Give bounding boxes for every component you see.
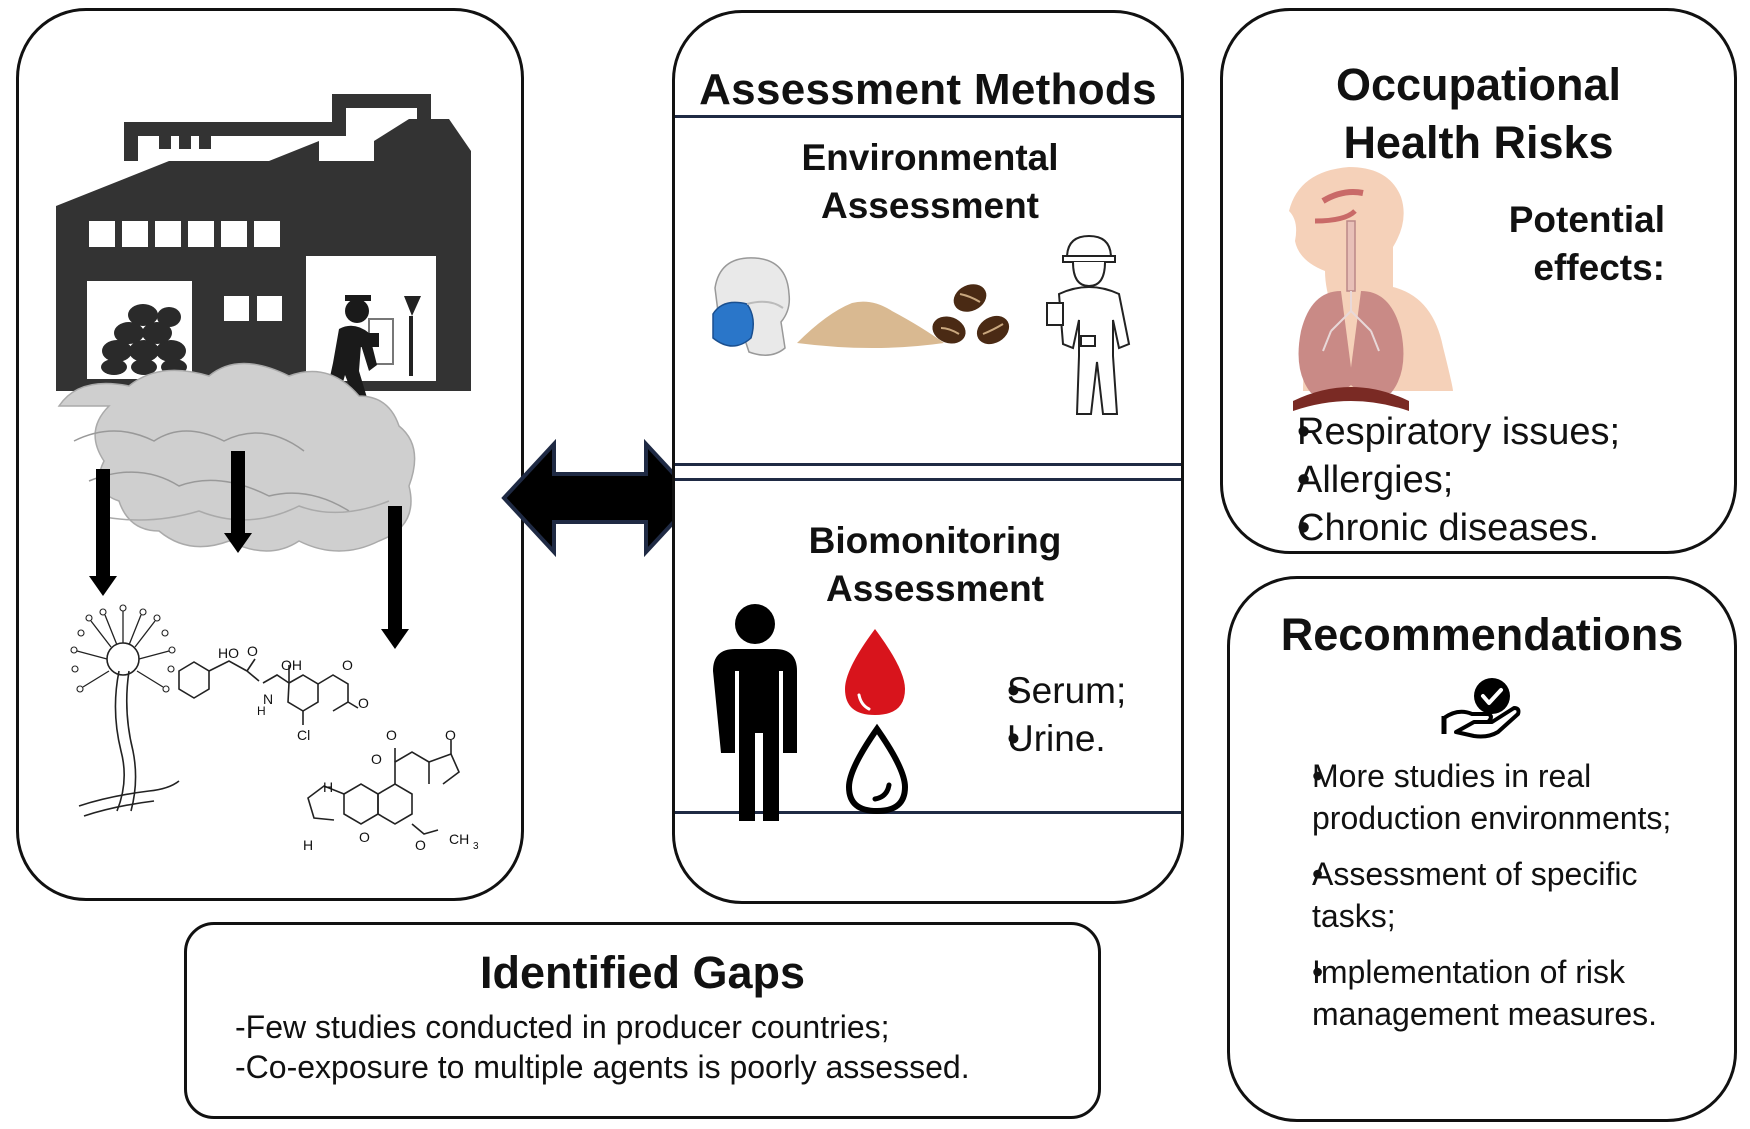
- recommendations-list: More studies in real production environm…: [1252, 755, 1722, 1035]
- atom-label: Cl: [297, 727, 311, 743]
- atom-label: H: [257, 704, 266, 718]
- coffee-beans-icon: [932, 284, 1010, 345]
- atom-label: O: [415, 837, 426, 853]
- aflatoxin-structure-icon: [307, 740, 460, 835]
- atom-label: HO: [218, 645, 239, 661]
- double-arrow-icon: [501, 438, 699, 558]
- atom-label: H: [303, 837, 314, 853]
- health-risks-panel: Occupational Health Risks Potential effe…: [1220, 8, 1737, 554]
- effect-item: Chronic diseases.: [1265, 504, 1620, 552]
- effect-item: Allergies;: [1265, 456, 1620, 504]
- environmental-assessment-section: Environmental Assessment: [675, 115, 1181, 466]
- atom-label: O: [386, 727, 397, 743]
- factory-pipes-icon: [124, 94, 431, 161]
- exposure-arrows: [89, 451, 409, 649]
- person-icon: [713, 604, 797, 821]
- environmental-assessment-title: Environmental Assessment: [801, 137, 1059, 226]
- factory-scene: [56, 94, 471, 835]
- biomonitoring-assessment-title: Biomonitoring Assessment: [808, 520, 1062, 609]
- hand-check-icon: [1441, 678, 1521, 739]
- atom-label: O: [359, 829, 370, 845]
- ochratoxin-structure-icon: [178, 658, 359, 725]
- biomonitoring-icons: [713, 604, 909, 821]
- mold-fungus-icon: [70, 604, 180, 817]
- atom-label: N: [263, 691, 274, 707]
- atom-label: H: [323, 779, 334, 795]
- sample-item: Urine.: [957, 715, 1126, 763]
- atom-label: 3: [473, 841, 479, 852]
- identified-gaps-panel: Identified Gaps -Few studies conducted i…: [184, 922, 1101, 1119]
- hygienist-worker-icon: [1046, 234, 1131, 415]
- recommendation-item: Implementation of risk management measur…: [1252, 951, 1722, 1035]
- effect-item: Respiratory issues;: [1265, 408, 1620, 456]
- respiratory-system-icon: [1289, 167, 1453, 411]
- exposure-source-panel: HO O OH O N H O Cl O O H O H O O CH 3: [16, 8, 524, 901]
- biomonitoring-assessment-section: Biomonitoring Assessment Serum; Urine.: [675, 478, 1181, 821]
- environmental-icons: [712, 234, 1131, 415]
- potential-effects-label: Potential effects:: [1508, 199, 1665, 288]
- urine-drop-icon: [845, 723, 909, 815]
- sample-list: Serum; Urine.: [957, 667, 1126, 763]
- dust-pile-icon: [797, 301, 944, 348]
- recommendation-item: Assessment of specific tasks;: [1252, 853, 1722, 937]
- gap-item: -Co-exposure to multiple agents is poorl…: [235, 1049, 970, 1085]
- blood-drop-icon: [845, 629, 905, 715]
- identified-gaps-title: Identified Gaps: [479, 947, 806, 998]
- gap-item: -Few studies conducted in producer count…: [235, 1009, 890, 1045]
- recommendations-title: Recommendations: [1280, 609, 1684, 660]
- coffee-sacks-icon: [101, 304, 187, 375]
- atom-label: O: [342, 657, 353, 673]
- health-risks-title: Occupational Health Risks: [1335, 59, 1622, 168]
- sample-item: Serum;: [957, 667, 1126, 715]
- atom-label: OH: [281, 657, 302, 673]
- assessment-methods-title: Assessment Methods: [699, 65, 1157, 114]
- atom-label: O: [358, 695, 369, 711]
- respirator-mask-icon: [712, 257, 791, 356]
- atom-label: O: [371, 751, 382, 767]
- effects-list: Respiratory issues; Allergies; Chronic d…: [1265, 408, 1620, 552]
- recommendation-item: More studies in real production environm…: [1252, 755, 1722, 839]
- atom-label: O: [445, 727, 456, 743]
- recommendations-panel: Recommendations More studies in real pro…: [1227, 576, 1737, 1122]
- atom-label: CH: [449, 831, 470, 847]
- atom-label: O: [247, 643, 258, 659]
